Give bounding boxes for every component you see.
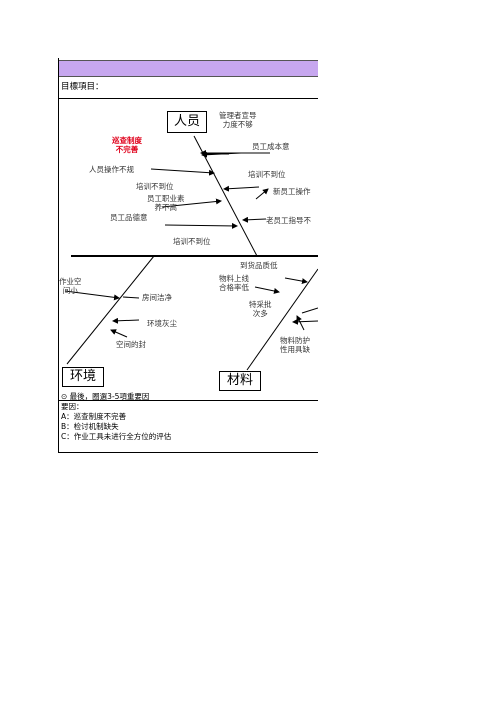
selection-note: ⊙ 最後，圈選3-5項重要因 bbox=[61, 392, 150, 401]
cause-sealed-space: 空间的封 bbox=[116, 340, 146, 349]
cause-work-space: 作业空 间小 bbox=[59, 277, 82, 296]
cause-room-clean: 房间洁净 bbox=[142, 293, 172, 302]
cause-dust: 环境灰尘 bbox=[147, 319, 177, 328]
cause-patrol: 巡查制度 不完善 bbox=[112, 136, 142, 155]
cause-arrival-low: 到货品质低 bbox=[240, 261, 278, 270]
cause-new-staff: 新员工操作 bbox=[273, 187, 311, 196]
category-people: 人员 bbox=[167, 111, 207, 133]
category-material: 材料 bbox=[219, 371, 261, 391]
cause-management: 管理者宣导 力度不够 bbox=[219, 111, 257, 130]
cause-protection: 物料防护 性用具缺 bbox=[280, 336, 310, 355]
key-cause-item: A：巡查制度不完善 bbox=[61, 412, 127, 421]
divider bbox=[59, 98, 318, 99]
cause-cost-awareness: 员工成本意 bbox=[252, 142, 290, 151]
cause-special-batch: 特采批 次多 bbox=[249, 300, 272, 319]
fishbone-diagram bbox=[64, 135, 318, 371]
fishbone-sheet: 目標項目： 人员 环境 材料 bbox=[58, 58, 318, 453]
divider bbox=[59, 400, 318, 401]
cause-online-rate: 物料上线 合格率低 bbox=[219, 274, 249, 293]
cause-training-top: 培训不到位 bbox=[248, 170, 286, 179]
cause-training-bottom: 培训不到位 bbox=[173, 237, 211, 246]
material-bone bbox=[246, 268, 318, 371]
header-band bbox=[59, 60, 318, 77]
key-cause-item: C：作业工具未进行全方位的评估 bbox=[61, 432, 172, 441]
cause-quality: 员工品德意 bbox=[110, 213, 148, 222]
project-label: 目標項目： bbox=[61, 82, 104, 92]
cause-operation-irregular: 人员操作不规 bbox=[89, 165, 134, 174]
environment-bone bbox=[66, 255, 155, 365]
key-causes-label: 要因： bbox=[61, 402, 84, 411]
key-causes: 要因： A：巡查制度不完善 B：检讨机制缺失 C：作业工具未进行全方位的评估 bbox=[61, 402, 171, 442]
cause-training-mid: 培训不到位 bbox=[136, 182, 174, 191]
cause-old-staff: 老员工指导不 bbox=[266, 216, 311, 225]
cause-professional: 员工职业素 养不高 bbox=[147, 194, 185, 213]
category-environment: 环境 bbox=[62, 367, 104, 387]
key-cause-item: B：检讨机制缺失 bbox=[61, 422, 119, 431]
